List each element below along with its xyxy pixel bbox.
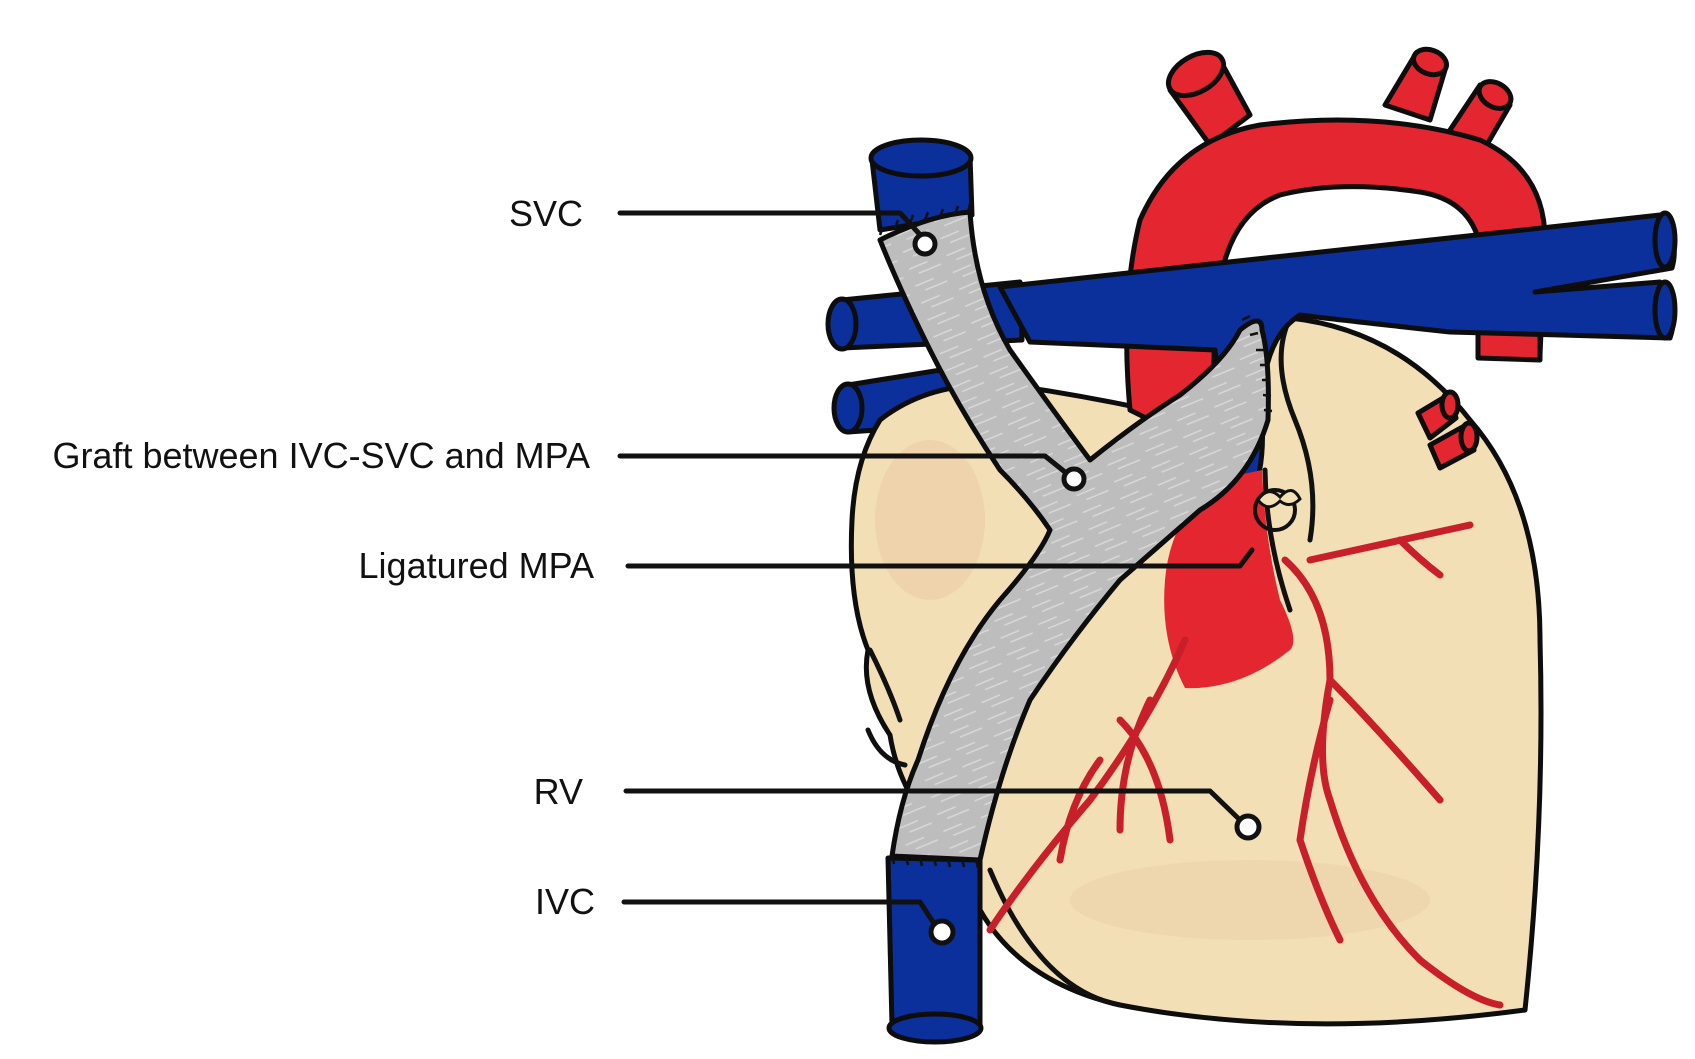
leader-rv [623, 788, 1262, 841]
leader-graft [617, 453, 1087, 492]
pin-graft [1061, 466, 1087, 492]
pin-ivc [928, 918, 956, 946]
pin-svc [912, 231, 938, 257]
leader-ligatured-mpa [625, 547, 1255, 569]
ivc-vessel [885, 855, 984, 1045]
label-ivc: IVC [535, 881, 595, 922]
label-graft: Graft between IVC-SVC and MPA [52, 435, 590, 476]
label-svc: SVC [509, 193, 583, 234]
leader-ivc [621, 899, 956, 946]
pin-rv [1234, 813, 1262, 841]
ligature-knot [1253, 488, 1302, 532]
label-rv: RV [534, 771, 583, 812]
graft [877, 203, 1273, 869]
leader-svc [617, 210, 938, 257]
aortic-branches-right [1415, 389, 1480, 471]
coronary-arteries [986, 521, 1504, 1009]
label-ligatured-mpa: Ligatured MPA [359, 545, 594, 586]
